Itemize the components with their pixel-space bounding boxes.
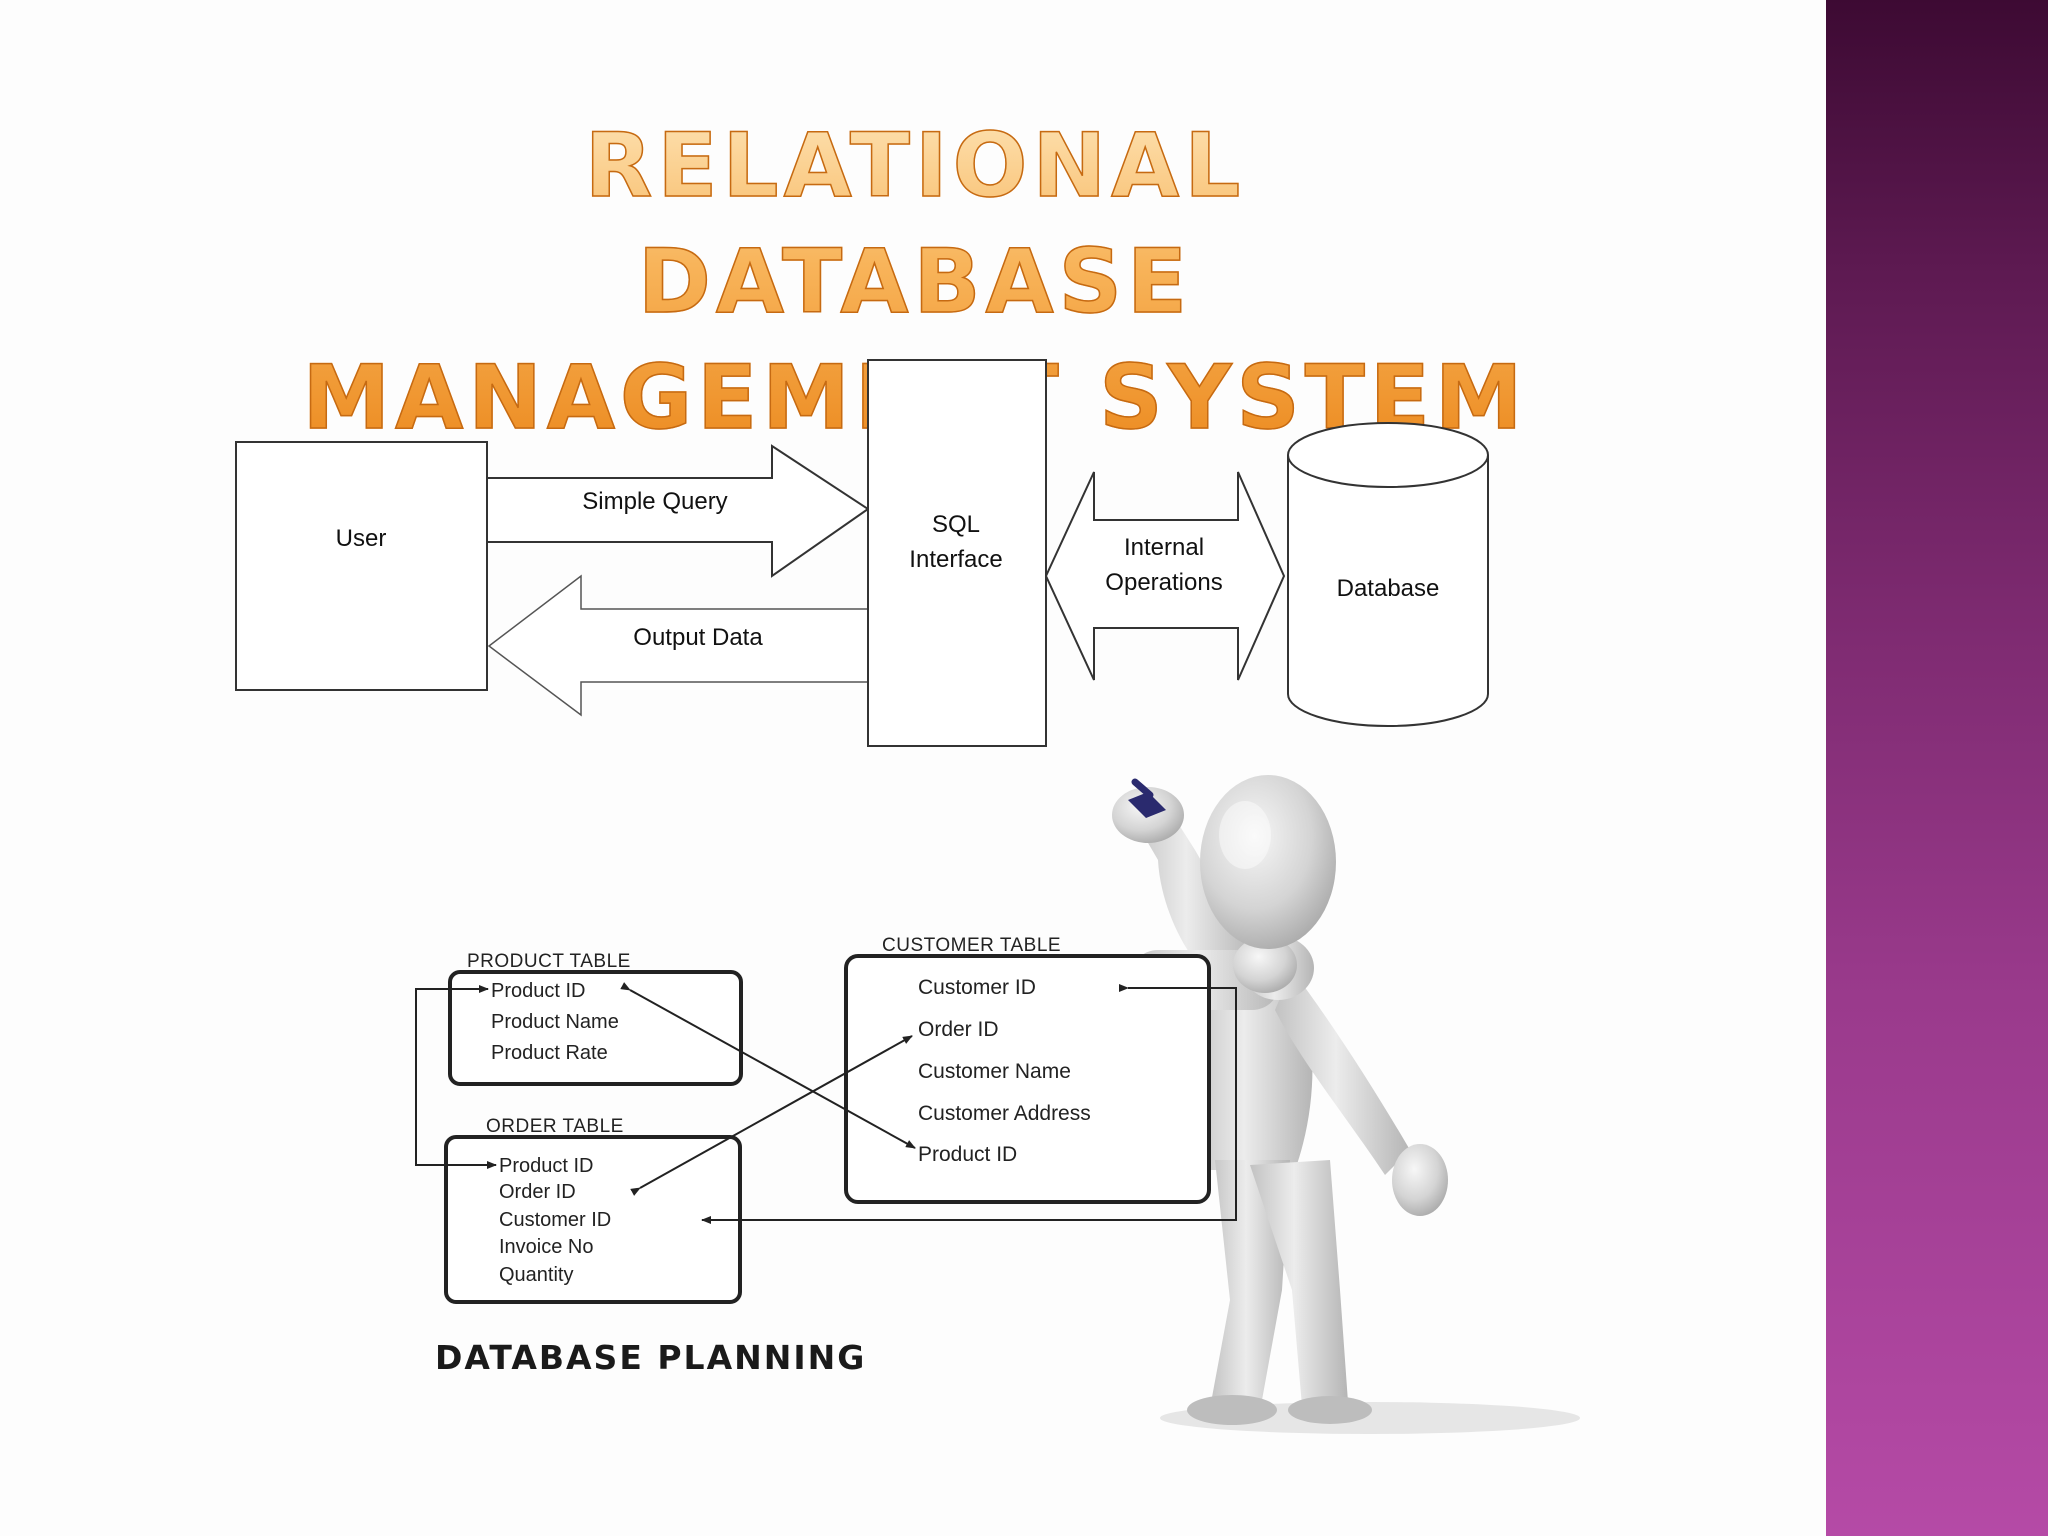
customer-table-field: Product ID bbox=[918, 1143, 1017, 1166]
order-table-field: Quantity bbox=[499, 1264, 573, 1286]
product-table-field: Product ID bbox=[491, 980, 585, 1002]
order-table-field: Customer ID bbox=[499, 1209, 611, 1231]
order-table-field: Order ID bbox=[499, 1181, 576, 1203]
order-table-field: Product ID bbox=[499, 1155, 593, 1177]
customer-table-field: Customer ID bbox=[918, 976, 1036, 999]
database-planning-caption: DATABASE PLANNING bbox=[435, 1338, 866, 1377]
product-table-field: Product Name bbox=[491, 1011, 619, 1033]
customer-table-field: Customer Address bbox=[918, 1102, 1091, 1125]
customer-table-field: Customer Name bbox=[918, 1060, 1071, 1083]
product-table-field: Product Rate bbox=[491, 1042, 608, 1064]
customer-table-field: Order ID bbox=[918, 1018, 999, 1041]
customer-table-title: CUSTOMER TABLE bbox=[882, 935, 1061, 956]
order-table-field: Invoice No bbox=[499, 1236, 594, 1258]
product-table-title: PRODUCT TABLE bbox=[467, 951, 631, 972]
order-table-title: ORDER TABLE bbox=[486, 1116, 624, 1137]
